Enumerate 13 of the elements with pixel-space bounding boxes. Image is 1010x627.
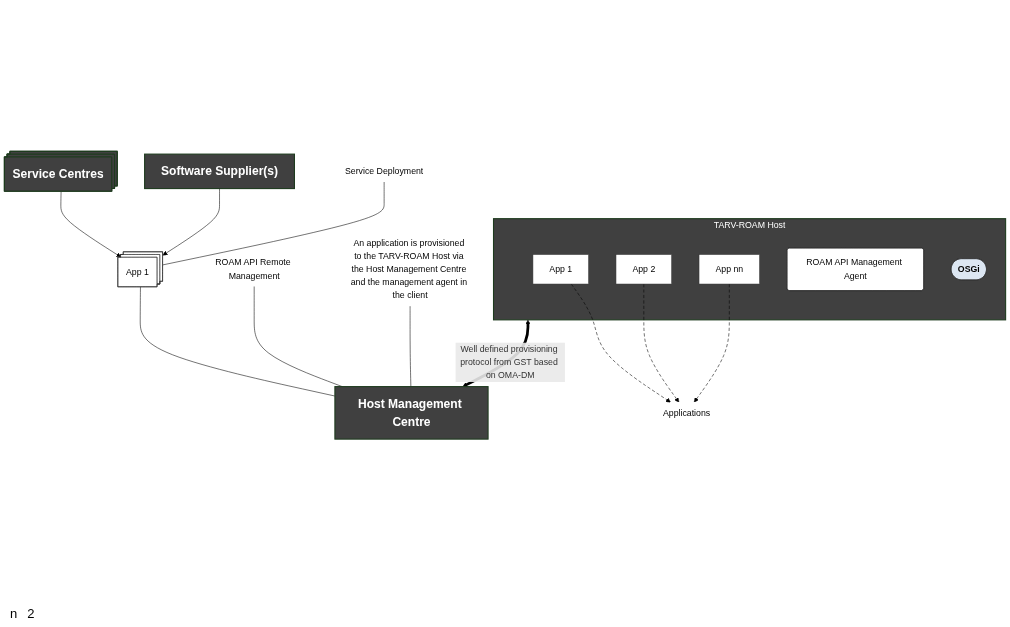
node-box: Software Supplier(s) xyxy=(144,153,295,189)
node-box: App nn xyxy=(698,253,760,285)
node-text: ROAM API Remote Management xyxy=(215,257,291,280)
node-box: App 2 xyxy=(615,253,672,285)
node-box: Host Management Centre xyxy=(334,385,489,440)
stacked-box-number: n xyxy=(10,606,18,621)
node-text: Service Deployment xyxy=(344,166,424,176)
node-box: App 1 xyxy=(532,253,589,285)
connector xyxy=(409,305,412,387)
node-text: Applications xyxy=(662,407,711,417)
edge-label: Well defined provisioning protocol from GST based on OMA-DM xyxy=(460,344,558,380)
stacked-box-number: 2 xyxy=(27,606,35,621)
node-text: An application is provisioned to the TARV-ROAM Host via the Host Management Centre and the management agent in the client xyxy=(350,237,468,300)
